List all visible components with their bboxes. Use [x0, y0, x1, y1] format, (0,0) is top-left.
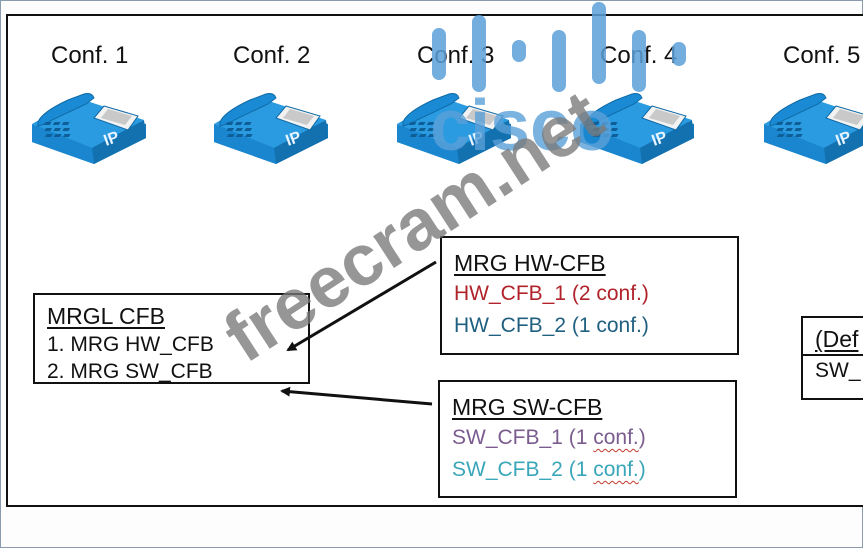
mrgl-cfb-box: MRGL CFB 1. MRG HW_CFB 2. MRG SW_CFB: [33, 293, 310, 384]
svg-text:IP: IP: [467, 129, 487, 150]
svg-text:IP: IP: [650, 129, 670, 150]
svg-text:IP: IP: [284, 129, 304, 150]
ip-phone-icon: IP: [760, 90, 863, 166]
svg-text:IP: IP: [102, 129, 122, 150]
mrg-sw-title: MRG SW-CFB: [452, 394, 603, 420]
hw-cfb-2: HW_CFB_2 (1 conf.): [454, 314, 649, 337]
default-title: (Def: [815, 326, 859, 352]
sw-cfb-2-prefix: SW_CFB_2 (1: [452, 458, 594, 481]
sw-cfb-1-suffix: ): [638, 426, 646, 449]
ip-phone-icon: IP: [210, 90, 330, 166]
hw-cfb-1: HW_CFB_1 (2 conf.): [454, 282, 649, 305]
sw-cfb-1: SW_CFB_1 (1 conf.): [452, 422, 735, 454]
sw-cfb-2: SW_CFB_2 (1 conf.): [452, 454, 735, 486]
ip-phone-icon: IP: [393, 90, 513, 166]
mrg-sw-cfb-box: MRG SW-CFB SW_CFB_1 (1 conf.) SW_CFB_2 (…: [438, 380, 737, 498]
ip-phone-icon: IP: [28, 90, 148, 166]
mrg-hw-title: MRG HW-CFB: [454, 250, 606, 276]
sw-cfb-2-word: conf.: [593, 458, 639, 481]
svg-text:IP: IP: [834, 129, 854, 150]
conf-label-5: Conf. 5: [783, 42, 861, 69]
conf-label-2: Conf. 2: [233, 42, 311, 69]
mrgl-item-1: 1. MRG HW_CFB: [47, 333, 214, 356]
mrg-hw-cfb-box: MRG HW-CFB HW_CFB_1 (2 conf.) HW_CFB_2 (…: [440, 236, 739, 355]
sw-cfb-1-prefix: SW_CFB_1 (1: [452, 426, 594, 449]
sw-cfb-2-suffix: ): [638, 458, 646, 481]
conf-label-1: Conf. 1: [51, 42, 129, 69]
conf-label-4: Conf. 4: [600, 42, 678, 69]
default-item-1: SW_: [803, 354, 863, 386]
default-mrg-box: (Def SW_: [801, 316, 863, 400]
mrgl-title: MRGL CFB: [47, 303, 165, 329]
ip-phone-icon: IP: [576, 90, 696, 166]
sw-cfb-1-word: conf.: [593, 426, 639, 449]
mrgl-item-2: 2. MRG SW_CFB: [47, 360, 213, 383]
conf-label-3: Conf. 3: [417, 42, 495, 69]
